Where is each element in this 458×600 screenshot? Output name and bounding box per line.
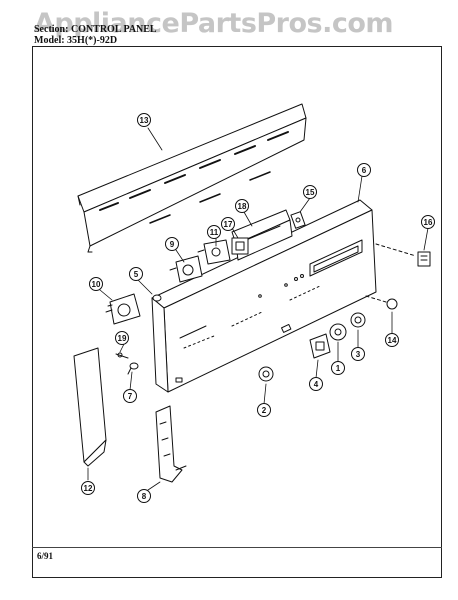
part-9-infinite-switch — [169, 255, 203, 283]
callout-circle — [129, 267, 143, 281]
part-11-infinite-switch — [197, 239, 231, 265]
callout-circle — [309, 377, 323, 391]
callout-part-14: 14 — [385, 333, 399, 347]
callout-part-9: 9 — [165, 237, 179, 251]
revision-date: 6/91 — [37, 551, 54, 561]
callout-part-19: 19 — [115, 331, 129, 345]
part-10-thermostat — [105, 293, 141, 325]
callout-circle — [207, 225, 221, 239]
callout-circle — [351, 347, 365, 361]
part-2-knob — [258, 366, 274, 382]
callout-part-16: 16 — [421, 215, 435, 229]
callout-label: 12 — [84, 484, 93, 493]
part-1-knob — [329, 323, 347, 341]
callout-circle — [81, 481, 95, 495]
callout-label: 18 — [238, 202, 247, 211]
part-18-timer-bracket — [231, 209, 293, 261]
callout-circle — [257, 403, 271, 417]
callout-circle — [235, 199, 249, 213]
callout-part-8: 8 — [137, 489, 151, 503]
callout-circle — [137, 489, 151, 503]
callout-label: 15 — [306, 188, 315, 197]
callout-label: 9 — [170, 240, 175, 249]
part-17-switch — [231, 237, 249, 255]
callout-part-18: 18 — [235, 199, 249, 213]
callout-part-5: 5 — [129, 267, 143, 281]
callout-label: 5 — [134, 270, 139, 279]
callout-circle — [89, 277, 103, 291]
model-title: Model: 35H(*)-92D — [34, 35, 118, 46]
callout-label: 10 — [92, 280, 101, 289]
callout-label: 11 — [210, 228, 219, 237]
callout-label: 3 — [356, 350, 361, 359]
callout-circle — [137, 113, 151, 127]
callout-label: 14 — [388, 336, 397, 345]
callout-part-6: 6 — [357, 163, 371, 177]
part-12-end-trim — [73, 347, 107, 467]
part-3-knob — [350, 312, 366, 328]
callout-part-17: 17 — [221, 217, 235, 231]
callout-circle — [385, 333, 399, 347]
part-4-rocker-switch — [309, 333, 331, 359]
part-13-rear-bracket — [77, 103, 307, 253]
part-16-end-cap — [375, 243, 431, 267]
callout-label: 13 — [140, 116, 149, 125]
callout-circle — [331, 361, 345, 375]
callout-label: 6 — [362, 166, 367, 175]
callout-part-1: 1 — [331, 361, 345, 375]
callout-part-10: 10 — [89, 277, 103, 291]
callout-label: 7 — [128, 392, 133, 401]
callout-circle — [123, 389, 137, 403]
callout-part-13: 13 — [137, 113, 151, 127]
callout-part-15: 15 — [303, 185, 317, 199]
callout-circle — [221, 217, 235, 231]
callout-circle — [357, 163, 371, 177]
callout-circle — [115, 331, 129, 345]
diagram-frame — [32, 46, 442, 578]
leader-lines — [87, 127, 429, 491]
callout-label: 2 — [262, 406, 267, 415]
callout-part-11: 11 — [207, 225, 221, 239]
part-14-knob — [365, 295, 398, 310]
callout-label: 1 — [336, 364, 341, 373]
part-8-side-bracket — [155, 405, 187, 483]
callout-circle — [303, 185, 317, 199]
callout-label: 19 — [118, 334, 127, 343]
part-19-screw — [115, 352, 129, 359]
callout-part-7: 7 — [123, 389, 137, 403]
callout-part-3: 3 — [351, 347, 365, 361]
callout-label: 8 — [142, 492, 147, 501]
part-15-clip — [290, 211, 306, 229]
callout-circle — [165, 237, 179, 251]
section-title: Section: CONTROL PANEL — [34, 24, 157, 35]
callout-label: 17 — [224, 220, 233, 229]
callout-part-12: 12 — [81, 481, 95, 495]
part-6-control-panel — [151, 199, 377, 393]
footer-divider — [32, 547, 442, 548]
callout-circle — [421, 215, 435, 229]
watermark-text: AppliancePartsPros.com — [34, 8, 394, 39]
callout-label: 4 — [314, 380, 319, 389]
callout-part-2: 2 — [257, 403, 271, 417]
part-5-insert — [152, 294, 162, 302]
callout-part-4: 4 — [309, 377, 323, 391]
callout-label: 16 — [424, 218, 433, 227]
part-7-lamp — [127, 362, 139, 375]
